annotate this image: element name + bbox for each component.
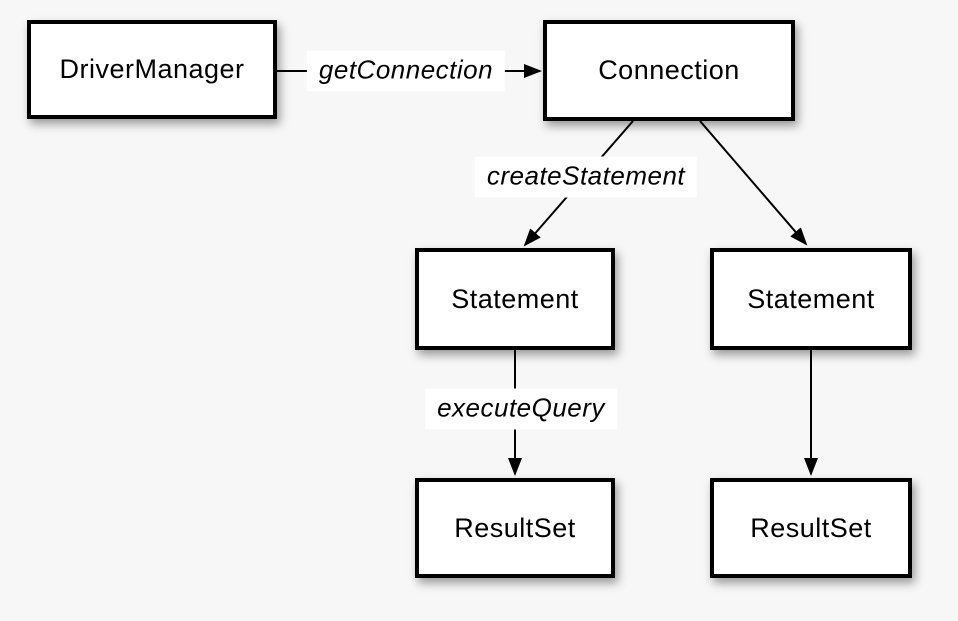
edge-label-get-connection: getConnection xyxy=(306,50,506,92)
node-statement-left: Statement xyxy=(415,248,615,350)
node-driver-manager: DriverManager xyxy=(27,20,277,119)
edge-label-create-statement: createStatement xyxy=(474,156,698,198)
node-statement-right: Statement xyxy=(710,248,912,350)
edge-connection-to-statement-right xyxy=(699,120,808,246)
edge-label-execute-query: executeQuery xyxy=(425,388,617,430)
node-connection: Connection xyxy=(543,20,795,121)
node-resultset-left: ResultSet xyxy=(415,478,615,578)
node-resultset-right: ResultSet xyxy=(710,478,912,578)
